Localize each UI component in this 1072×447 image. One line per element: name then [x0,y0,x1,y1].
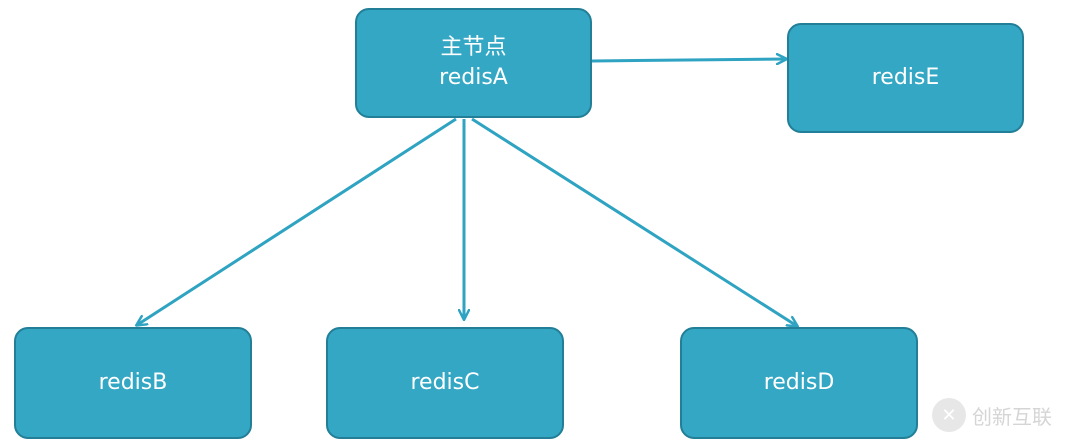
node-c-label: redisC [410,370,480,395]
node-a-label: redisA [439,65,508,90]
edge-a-to-e [591,59,786,61]
edge-a-to-b [137,117,457,325]
edge-a-to-d [471,117,797,326]
watermark-text: 创新互联 [972,404,1052,429]
node-e-label: redisE [871,65,940,90]
node-redisE: redisE [787,23,1024,133]
node-d-label: redisD [763,370,835,395]
node-redisC: redisC [326,327,564,439]
watermark: ✕ 创新互联 [932,398,1052,432]
node-b-label: redisB [98,370,168,395]
node-redisB: redisB [14,327,252,439]
node-redisD: redisD [680,327,918,439]
node-a-title: 主节点 [440,35,507,60]
node-redisA: 主节点 redisA [355,8,592,118]
watermark-logo-icon: ✕ [932,398,966,432]
